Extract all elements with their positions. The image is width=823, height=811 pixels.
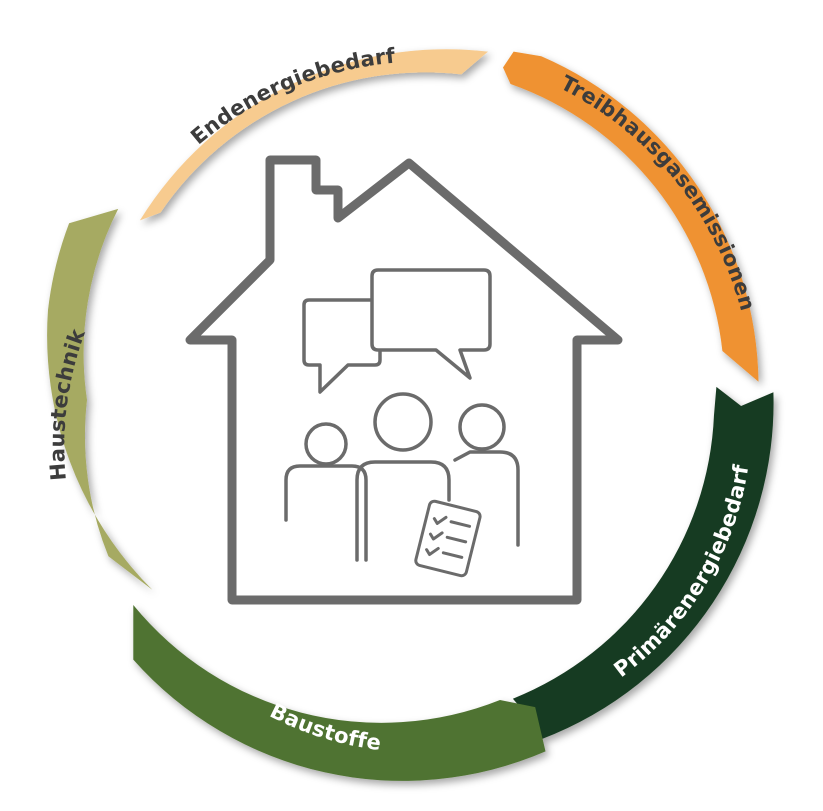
segment-haustechnik [47, 208, 153, 590]
speech-bubbles-icon [302, 268, 492, 394]
segment-baustoffe [133, 605, 546, 781]
checklist-icon [414, 499, 482, 578]
label-treibhausgasemissionen: Treibhausgasemissionen [557, 71, 760, 314]
people-group-icon [284, 392, 520, 562]
house-outline-icon [185, 155, 623, 605]
segment-endenergiebedarf [139, 49, 488, 221]
segment-treibhausgasemissionen [503, 51, 759, 382]
segment-primaerenergiebedarf [512, 386, 774, 739]
